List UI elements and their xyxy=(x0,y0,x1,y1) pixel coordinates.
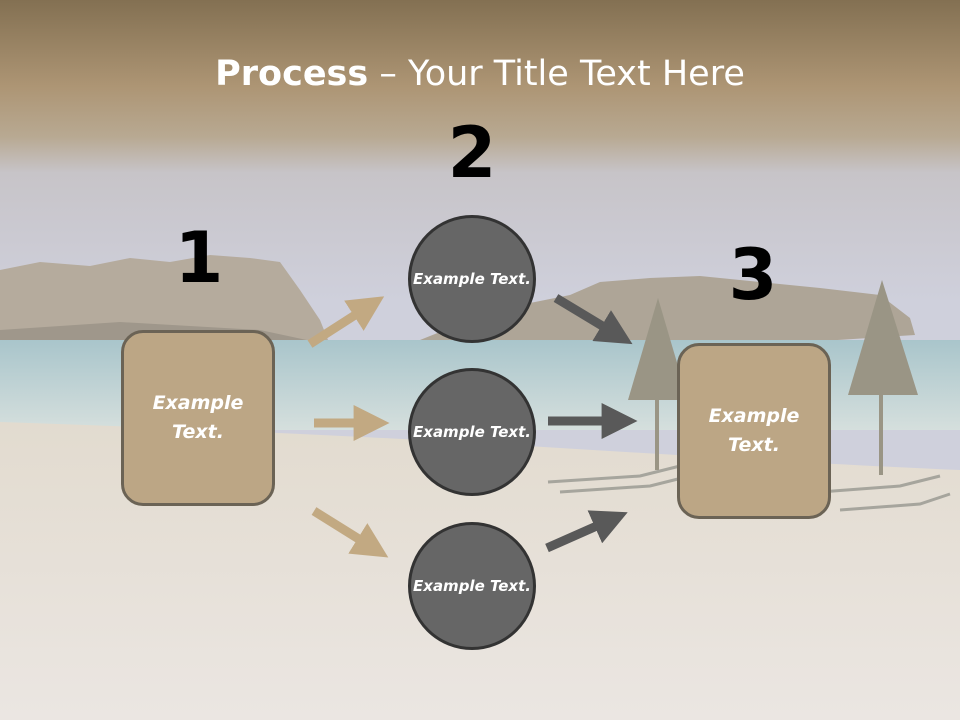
title-bold: Process xyxy=(215,54,369,94)
title-rest: – Your Title Text Here xyxy=(368,54,745,94)
step-2-circle-top: Example Text. xyxy=(408,215,536,343)
step-number-2: 2 xyxy=(447,112,497,194)
step-number-3: 3 xyxy=(728,234,778,316)
step-number-1: 1 xyxy=(174,217,224,299)
step-2-circle-top-text: Example Text. xyxy=(413,269,531,288)
arrow-1-to-top xyxy=(307,296,385,348)
step-3-text: Example Text. xyxy=(708,405,800,456)
step-1-box: Example Text. xyxy=(121,330,275,506)
arrow-1-to-bottom xyxy=(311,507,389,558)
step-2-circle-middle-text: Example Text. xyxy=(413,422,531,441)
slide-title: Process – Your Title Text Here xyxy=(0,52,960,96)
step-2-circle-bottom-text: Example Text. xyxy=(413,576,531,595)
step-2-circle-middle: Example Text. xyxy=(408,368,536,496)
step-3-box: Example Text. xyxy=(677,343,831,519)
arrow-bottom-to-3 xyxy=(545,510,628,553)
arrow-top-to-3 xyxy=(553,294,633,345)
step-1-text: Example Text. xyxy=(152,392,244,443)
step-2-circle-bottom: Example Text. xyxy=(408,522,536,650)
